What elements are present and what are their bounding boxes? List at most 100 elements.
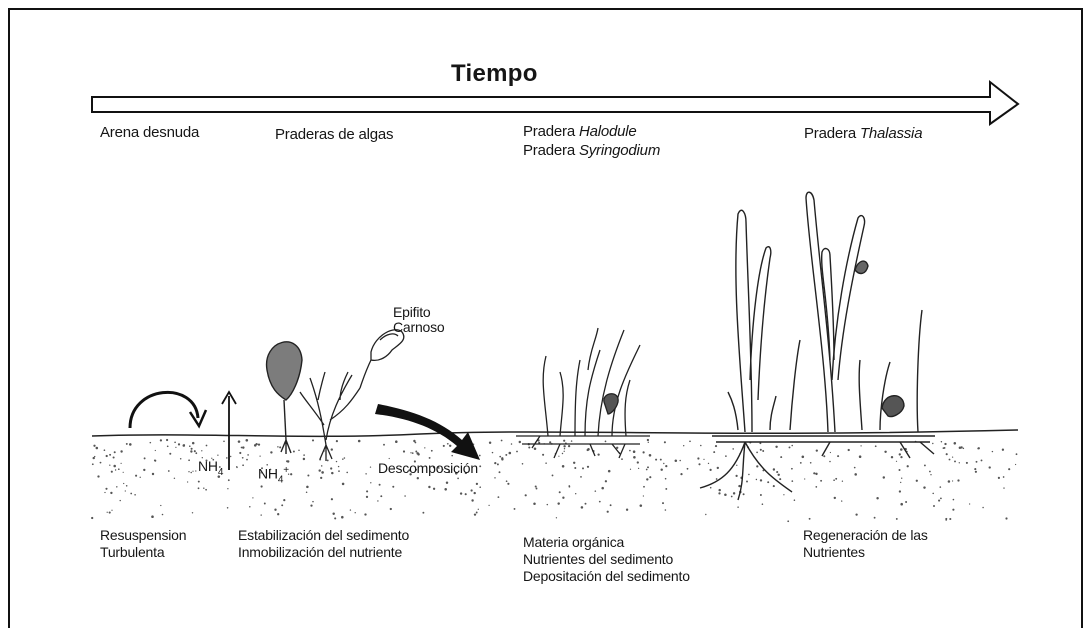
sediment-grain [438,467,440,469]
process-line: Estabilización del sedimento [238,527,410,543]
sediment-grain [201,450,203,452]
sediment-grain [95,446,99,450]
sediment-grain [815,472,818,476]
sediment-grain [143,457,146,460]
sediment-grain [326,459,329,462]
sediment-grain [402,450,406,453]
sediment-grain [230,455,232,458]
sediment-grain [479,465,482,468]
sediment-grain [357,439,361,443]
sediment-grain [307,474,310,477]
process-resuspension: Resuspension Turbulenta [100,527,187,561]
sediment-grain [632,450,636,453]
sediment-grain [306,485,309,489]
sediment-grain [621,458,623,460]
sediment-grain [965,461,968,464]
sediment-grain [948,458,951,461]
sediment-grain [451,454,453,457]
sediment-grain [799,462,802,464]
sediment-grain [369,466,372,468]
sediment-grain [287,473,290,475]
sediment-grain [853,466,856,469]
sediment-grain [166,438,169,442]
sediment-grain [312,500,314,503]
halodule-name: Halodule [578,123,637,140]
sediment-grain [227,488,229,490]
sediment-grain [808,517,811,520]
process-line: Materia orgánica [523,534,625,550]
sediment-grain [598,500,601,503]
sediment-grain [464,493,467,496]
sediment-grain [772,468,776,471]
sediment-grain [410,452,412,454]
sediment-grain [759,479,763,482]
sediment-grain [804,478,806,480]
sediment-grain [217,454,219,456]
sediment-grain [975,460,978,463]
sediment-grain [841,500,843,502]
sediment-grain [332,512,335,515]
sediment-grain [354,512,356,514]
fan-alga [266,341,303,454]
sediment-grain [195,452,198,455]
sediment-grain [471,499,474,502]
sediment-grain [91,516,94,520]
sediment-grain [388,457,390,460]
sediment-grain [239,451,242,455]
sediment-grain [563,439,566,442]
sediment-grain [738,484,741,488]
sediment-grain [130,492,133,495]
sediment-grain [791,467,793,470]
stage-syringodium-meadow: Pradera Syringodium [523,142,660,159]
sediment-grain [392,485,395,488]
sediment-grain [940,440,943,443]
sediment-grain [177,443,181,446]
sediment-grain [457,477,459,480]
sediment-grain [562,496,565,499]
sediment-grain [949,517,952,521]
sediment-grain [847,448,850,452]
sediment-grain [788,446,791,449]
sediment-grain [310,504,313,507]
sediment-grain [679,459,681,462]
sediment-grain [898,490,902,493]
sediment-grain [563,448,566,450]
sediment-grain [205,444,208,447]
sediment-grain [809,461,812,464]
sediment-grain [873,516,876,519]
sediment-grain [518,440,522,444]
sediment-grain [446,442,449,445]
sediment-grain [448,471,451,474]
sediment-grain [915,479,918,482]
sediment-grain [167,470,170,472]
sediment-grain [94,455,96,458]
sediment-grain [192,470,194,472]
sediment-grain [496,463,499,466]
sediment-grain [143,468,146,472]
sediment-grain [568,485,571,488]
ammonium-text: NH [258,465,278,482]
sediment-grain [417,453,420,456]
sediment-grain [835,477,838,480]
sediment-grain [724,493,727,496]
sediment-grain [226,457,228,459]
sediment-grain [122,471,124,473]
sediment-grain [528,446,531,449]
sediment-grain [545,462,547,464]
sediment-grain [191,441,195,445]
sediment-grain [642,451,645,454]
decomposition-label: Descomposición [378,460,478,476]
halodule-prefix: Pradera [523,123,579,140]
sediment-grain [478,454,481,457]
process-line: Turbulenta [100,544,165,560]
epiphyte [370,329,405,362]
sediment-grain [991,450,994,453]
sediment-grain [279,446,282,449]
process-line: Nutrientes [803,544,865,560]
sediment-grain [342,458,344,460]
sediment-grain [633,456,636,459]
sediment-grain [980,459,983,462]
sediment-grain [488,504,490,507]
sediment-grain [759,448,762,451]
sediment-grain [510,443,513,445]
